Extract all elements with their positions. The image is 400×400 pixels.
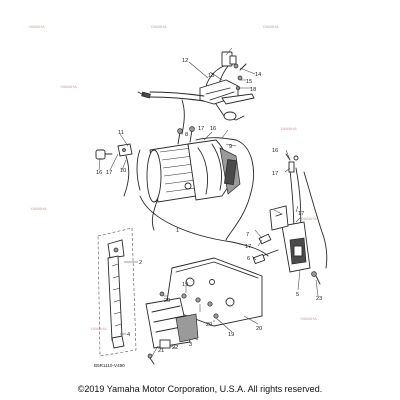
callout-17b: 17 (198, 126, 204, 132)
callout-20b: 20 (206, 322, 212, 328)
callout-8: 8 (185, 132, 188, 138)
callout-3: 3 (189, 342, 192, 348)
callout-11: 11 (118, 130, 124, 136)
callout-13: 13 (208, 73, 214, 79)
callout-17d: 17 (298, 211, 304, 217)
lower-actuator (145, 291, 219, 365)
svg-text:YAMAHA: YAMAHA (300, 316, 317, 321)
leader-lines (98, 47, 319, 357)
handlebar-switch-assembly (137, 51, 255, 135)
callout-22: 22 (172, 345, 178, 351)
callout-17c: 17 (272, 171, 278, 177)
copyright-notice: ©2019 Yamaha Motor Corporation, U.S.A. A… (77, 384, 323, 394)
callout-15: 15 (246, 79, 252, 85)
callout-17a: 17 (106, 170, 112, 176)
svg-text:YAMAHA: YAMAHA (262, 24, 279, 29)
callout-16a: 16 (96, 170, 102, 176)
winch-assembly (136, 126, 241, 231)
svg-text:YAMAHA: YAMAHA (30, 206, 47, 211)
callout-labels: 1 2 3 4 5 6 7 8 9 10 11 12 13 14 15 16 1… (96, 58, 322, 354)
callout-2: 2 (139, 260, 142, 266)
callout-1: 1 (176, 228, 179, 234)
callout-20a: 20 (164, 298, 170, 304)
callout-23: 23 (316, 296, 322, 302)
drawing-code: B5R1110-V490 (94, 363, 125, 368)
svg-text:YAMAHA: YAMAHA (150, 24, 167, 29)
callout-18: 18 (250, 87, 256, 93)
svg-text:YAMAHA: YAMAHA (60, 84, 77, 89)
callout-17e: 17 (245, 244, 251, 250)
svg-text:YAMAHA: YAMAHA (300, 216, 317, 221)
callout-14: 14 (255, 72, 261, 78)
callout-16b: 16 (210, 126, 216, 132)
callout-7: 7 (246, 232, 249, 238)
callout-20c: 20 (256, 326, 262, 332)
vertical-bracket (97, 227, 137, 357)
callout-6: 6 (247, 256, 250, 262)
callout-19b: 19 (228, 332, 234, 338)
callout-21: 21 (158, 348, 164, 354)
callout-12: 12 (182, 58, 188, 64)
watermarks: YAMAHA YAMAHA YAMAHA YAMAHA YAMAHA YAMAH… (28, 24, 317, 331)
relay-controller (165, 205, 321, 327)
svg-text:YAMAHA: YAMAHA (280, 126, 297, 131)
svg-text:YAMAHA: YAMAHA (28, 24, 45, 29)
callout-5: 5 (296, 292, 299, 298)
svg-text:YAMAHA: YAMAHA (90, 326, 107, 331)
callout-4: 4 (127, 332, 130, 338)
callout-19a: 19 (182, 282, 188, 288)
callout-16c: 16 (272, 148, 278, 154)
callout-10: 10 (120, 168, 126, 174)
left-clip-parts (95, 143, 192, 197)
callout-9: 9 (229, 144, 232, 150)
